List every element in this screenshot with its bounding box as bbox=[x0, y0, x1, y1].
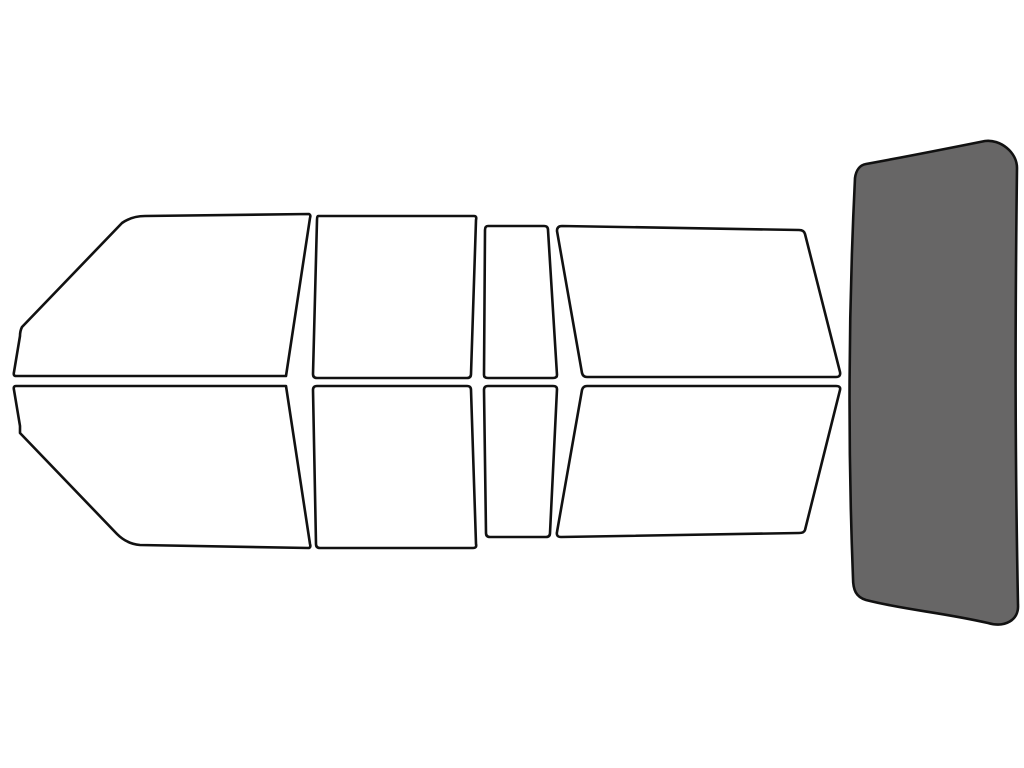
rear-left-door-window bbox=[311, 214, 478, 380]
right-quarter-glass bbox=[482, 384, 559, 539]
rear-right-door-window bbox=[311, 384, 478, 550]
front-right-window bbox=[12, 384, 312, 550]
window-panes bbox=[12, 139, 1020, 626]
left-cargo-window bbox=[555, 224, 842, 379]
front-left-window bbox=[12, 212, 312, 378]
right-cargo-window bbox=[555, 384, 842, 539]
rear-windshield bbox=[848, 139, 1020, 626]
left-quarter-glass bbox=[482, 224, 559, 380]
